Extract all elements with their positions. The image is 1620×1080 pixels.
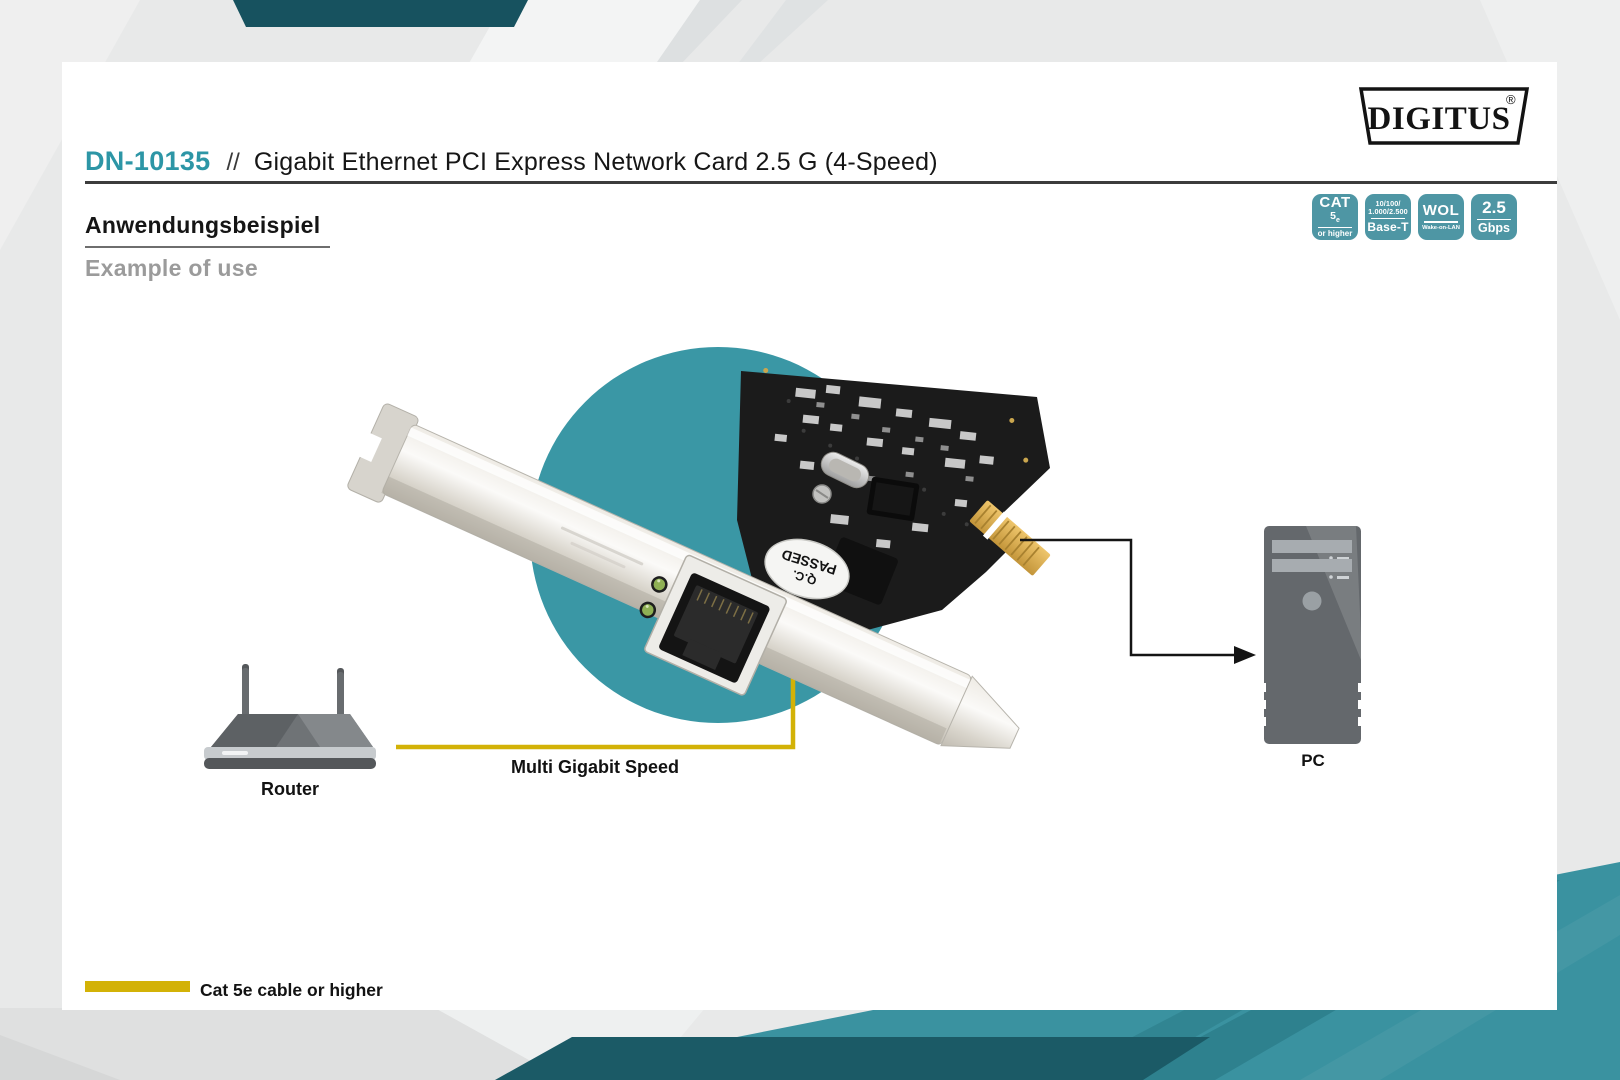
badge-base-t-line2: 1.000/2.500 (1368, 206, 1408, 216)
badge-speed-bottom: Gbps (1478, 221, 1510, 236)
content-card: DIGITUS ® DN-10135 // Gigabit Ethernet P… (62, 62, 1557, 1010)
bracket (347, 403, 1020, 749)
led-glint (657, 579, 661, 583)
bracket-etch (570, 541, 626, 569)
page-header: DN-10135 // Gigabit Ethernet PCI Express… (85, 146, 938, 177)
badge-wol-bottom: Wake-on-LAN (1422, 224, 1460, 231)
badge-base-t-bottom: Base-T (1367, 220, 1409, 235)
section-heading-en: Example of use (85, 255, 258, 281)
header-rule (85, 181, 1557, 184)
background-facet (737, 0, 828, 65)
digitus-logo: DIGITUS ® (1358, 87, 1530, 145)
pc-connection-line (1020, 538, 1234, 657)
legend-cable-label: Cat 5e cable or higher (200, 980, 383, 1000)
model-number: DN-10135 (85, 146, 211, 176)
background-facet (655, 0, 742, 65)
badge-cat5e-mid: 5e (1330, 210, 1340, 225)
bracket-etch (560, 526, 644, 566)
badge-speed-top: 2.5 (1482, 197, 1506, 217)
section-heading-de: Anwendungsbeispiel (85, 212, 331, 248)
registered-mark: ® (1506, 92, 1516, 107)
usage-diagram: Q.C. PASSED Rout (85, 347, 1362, 1000)
led-glint (645, 604, 649, 608)
badge-divider (1318, 226, 1352, 229)
badge-speed: 2.5 Gbps (1471, 194, 1517, 240)
power-button-icon (1302, 591, 1322, 611)
header-separator: // (226, 149, 240, 176)
router-icon (204, 664, 376, 769)
network-card-illustration: Q.C. PASSED (347, 367, 1051, 750)
bracket-tip (940, 675, 1020, 749)
screw-slot (815, 489, 829, 499)
bracket-flange-notch (352, 430, 382, 463)
activity-led (639, 601, 657, 619)
pc-label: PC (1301, 751, 1325, 770)
badge-divider (1424, 221, 1458, 223)
badge-cat5e-bottom: or higher (1317, 229, 1353, 239)
badge-wol: WOL Wake-on-LAN (1418, 194, 1464, 240)
section-heading: Anwendungsbeispiel Example of use (85, 212, 331, 282)
bottom-dark-teal-bar (495, 1037, 1210, 1080)
sticker-line1: Q.C. (791, 567, 819, 588)
badge-base-t: 10/100/ 1.000/2.500 Base-T (1365, 194, 1411, 240)
page-title: Gigabit Ethernet PCI Express Network Car… (253, 148, 938, 176)
pc-connection (1020, 538, 1256, 664)
badge-divider (1477, 218, 1511, 221)
background-facet (468, 0, 700, 65)
feature-badges: CAT 5e or higher 10/100/ 1.000/2.500 Bas… (1312, 194, 1517, 240)
rj45-port (644, 554, 787, 696)
logo-trapezoid (1358, 87, 1530, 145)
badge-cat5e: CAT 5e or higher (1312, 194, 1358, 240)
legend-cable-swatch (85, 981, 190, 992)
background-facet (0, 1035, 120, 1080)
badge-cat5e-top: CAT (1319, 194, 1351, 212)
qc-sticker: Q.C. PASSED (764, 538, 850, 600)
router-label: Router (261, 779, 319, 799)
arrowhead-icon (1234, 646, 1256, 664)
logo-text: DIGITUS (1368, 101, 1511, 137)
link-led (651, 576, 668, 593)
badge-divider (1371, 217, 1405, 220)
controller-chip (866, 476, 920, 522)
background-facet (0, 1008, 565, 1080)
connection-label: Multi Gigabit Speed (511, 757, 679, 777)
crystal-oscillator (820, 451, 870, 489)
badge-base-t-line1: 10/100/ (1375, 199, 1401, 209)
badge-wol-top: WOL (1422, 202, 1460, 220)
legend: Cat 5e cable or higher (85, 980, 383, 1000)
top-dark-teal-bar (233, 0, 528, 27)
pc-icon (1262, 526, 1362, 744)
cat5e-cable-line (396, 656, 796, 750)
pcie-connector (969, 500, 1051, 576)
